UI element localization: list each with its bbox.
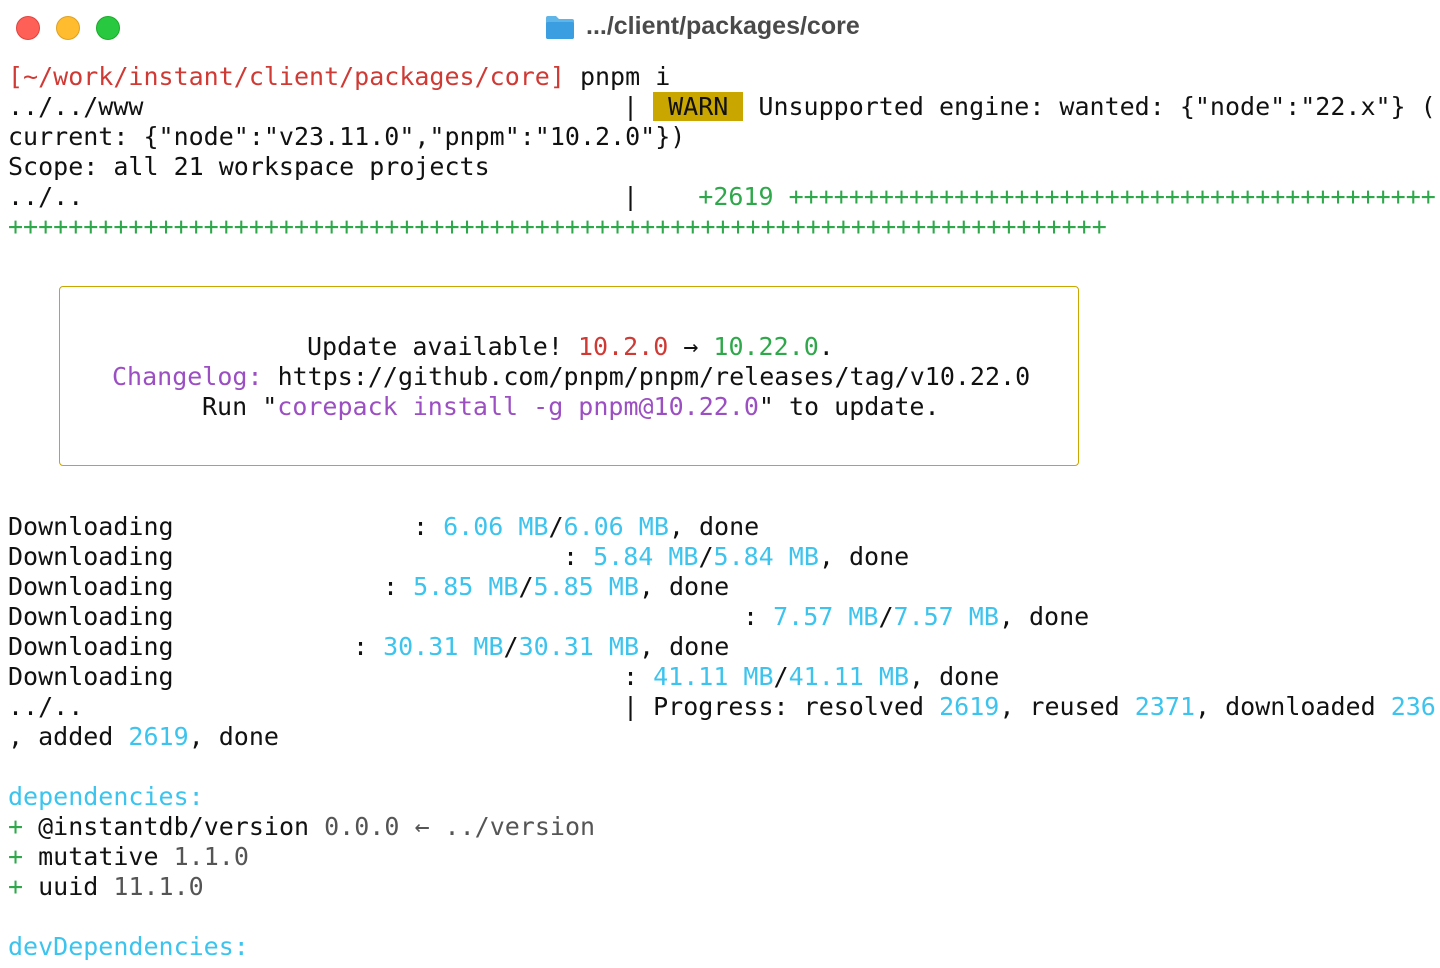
dependencies-header: dependencies: [8, 782, 204, 811]
old-version: 10.2.0 [577, 332, 669, 361]
devdependencies-header: devDependencies: [8, 932, 249, 961]
download-got: 7.57 MB [773, 602, 879, 631]
dep-name: mutative [38, 842, 159, 871]
warn-path: ../../www [8, 92, 144, 121]
plus-icon: + [8, 872, 24, 901]
minimize-button[interactable] [56, 16, 80, 40]
progress-line: | Progress: resolved 2619, reused 2371, … [623, 692, 1436, 722]
warn-message: Unsupported engine: wanted: {"node":"22.… [743, 92, 1436, 121]
download-label: Downloading [8, 572, 174, 601]
download-status: done [939, 662, 1000, 691]
downloaded-label: , downloaded [1195, 692, 1391, 721]
dep-link: ← ../version [399, 812, 596, 841]
separator: | [623, 92, 639, 121]
added-label: , added [8, 722, 129, 751]
separator: | [623, 182, 639, 211]
plus-bar: ++++++++++++++++++++++++++++++++++++++++… [788, 182, 1436, 211]
download-total: 5.84 MB [713, 542, 819, 571]
window-title: .../client/packages/core [586, 12, 860, 40]
download-progress: : 41.11 MB/41.11 MB, done [623, 662, 1000, 691]
dep-name: uuid [38, 872, 99, 901]
warn-line: | WARN Unsupported engine: wanted: {"nod… [623, 92, 1436, 122]
download-got: 5.84 MB [593, 542, 699, 571]
changelog-label: Changelog: [112, 362, 263, 391]
download-total: 5.85 MB [533, 572, 639, 601]
warn-continuation: current: {"node":"v23.11.0","pnpm":"10.2… [8, 122, 686, 151]
progress-path: ../.. [8, 182, 84, 211]
dep-name: @instantdb/version [38, 812, 310, 841]
done-label: , done [188, 722, 279, 751]
arrow: → [668, 332, 714, 361]
separator: | [623, 692, 639, 721]
added-line: | +2619 ++++++++++++++++++++++++++++++++… [623, 182, 1436, 212]
progress-label: Progress: resolved [653, 692, 940, 721]
download-total: 30.31 MB [518, 632, 640, 661]
download-label: Downloading [8, 542, 174, 571]
download-total: 7.57 MB [893, 602, 999, 631]
command: pnpm i [564, 62, 671, 91]
download-got: 6.06 MB [443, 512, 549, 541]
plus-icon: + [8, 842, 24, 871]
download-progress: : 6.06 MB/6.06 MB, done [413, 512, 760, 541]
download-total: 41.11 MB [788, 662, 910, 691]
downloaded-count: 236 [1390, 692, 1436, 721]
update-text: Update available! [307, 332, 578, 361]
dependency-item: + @instantdb/version 0.0.0 ← ../version [8, 812, 595, 842]
download-status: done [699, 512, 760, 541]
changelog-url[interactable]: https://github.com/pnpm/pnpm/releases/ta… [262, 362, 1031, 391]
download-status: done [669, 572, 730, 601]
warn-badge: WARN [653, 92, 744, 121]
download-total: 6.06 MB [563, 512, 669, 541]
download-got: 41.11 MB [653, 662, 774, 691]
prompt-path: [~/work/instant/client/packages/core] [8, 62, 565, 91]
reused-label: , reused [999, 692, 1135, 721]
download-status: done [1029, 602, 1090, 631]
dep-version: 1.1.0 [173, 842, 249, 871]
update-command: corepack install -g pnpm@10.22.0 [277, 392, 759, 421]
changelog-line: Changelog: https://github.com/pnpm/pnpm/… [112, 362, 1030, 392]
download-label: Downloading [8, 602, 174, 631]
download-progress: : 5.85 MB/5.85 MB, done [383, 572, 730, 601]
run-text: Run " [202, 392, 278, 421]
progress-path: ../.. [8, 692, 84, 721]
title-bar: .../client/packages/core [0, 0, 1440, 56]
dep-version: 11.1.0 [113, 872, 204, 901]
folder-icon [546, 16, 574, 39]
download-status: done [849, 542, 910, 571]
run-text-end: " to update. [758, 392, 940, 421]
reused-count: 2371 [1134, 692, 1196, 721]
download-progress: : 5.84 MB/5.84 MB, done [563, 542, 910, 571]
plus-icon: + [8, 812, 24, 841]
download-label: Downloading [8, 632, 174, 661]
scope-line: Scope: all 21 workspace projects [8, 152, 490, 181]
new-version: 10.22.0 [713, 332, 819, 361]
resolved-count: 2619 [939, 692, 1000, 721]
dependency-item: + uuid 11.1.0 [8, 872, 204, 902]
added-count: +2619 [698, 182, 774, 211]
run-line: Run "corepack install -g pnpm@10.22.0" t… [202, 392, 940, 422]
download-label: Downloading [8, 662, 174, 691]
dot: . [818, 332, 834, 361]
dep-version: 0.0.0 [324, 812, 400, 841]
progress-continuation: , added 2619, done [8, 722, 279, 752]
download-progress: : 30.31 MB/30.31 MB, done [353, 632, 730, 661]
download-got: 30.31 MB [383, 632, 504, 661]
download-progress: : 7.57 MB/7.57 MB, done [743, 602, 1090, 631]
plus-bar-cont: ++++++++++++++++++++++++++++++++++++++++… [8, 212, 1107, 241]
download-got: 5.85 MB [413, 572, 519, 601]
update-line: Update available! 10.2.0 → 10.22.0. [307, 332, 834, 362]
update-box [59, 286, 1079, 466]
prompt-line: [~/work/instant/client/packages/core] pn… [8, 62, 670, 92]
zoom-button[interactable] [96, 16, 120, 40]
download-status: done [669, 632, 730, 661]
close-button[interactable] [16, 16, 40, 40]
dependency-item: + mutative 1.1.0 [8, 842, 249, 872]
added-count: 2619 [128, 722, 189, 751]
download-label: Downloading [8, 512, 174, 541]
